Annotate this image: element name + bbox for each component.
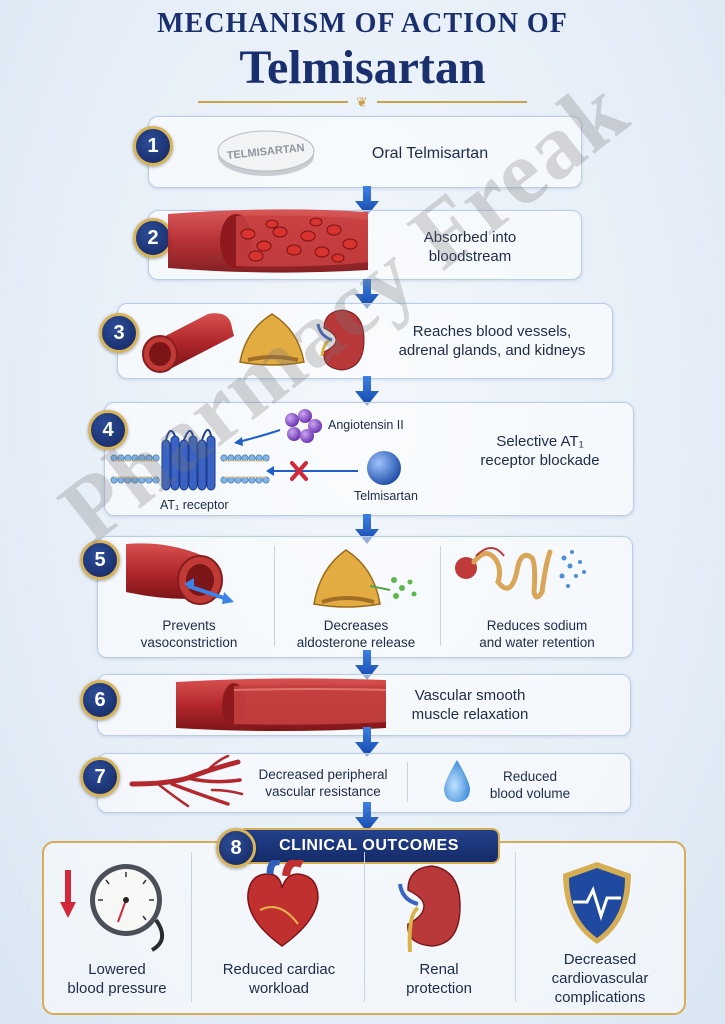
tablet-icon: TELMISARTAN	[217, 130, 315, 176]
outcome-1-line2: blood pressure	[67, 980, 167, 997]
blocked-arrow-icon	[266, 461, 358, 481]
effect-2-line2: aldosterone release	[296, 635, 416, 650]
adrenal-gland-icon	[313, 549, 417, 608]
outcome-3-line1: Renal	[419, 961, 459, 978]
page-title-line1: MECHANISM OF ACTION OF	[157, 8, 568, 39]
step-5-number: 5	[80, 540, 120, 580]
binding-arrow-icon	[234, 429, 281, 446]
outcome-4-line3: complications	[554, 989, 646, 1006]
blood-vessel-icon	[168, 209, 368, 273]
effect-3-line1: Reduces sodium	[486, 618, 588, 633]
kidney-icon	[316, 309, 365, 371]
outcome-4-line2: cardiovascular	[551, 970, 649, 987]
step-3-number: 3	[99, 313, 139, 353]
outcome-3-line2: protection	[406, 980, 472, 997]
telmisartan-molecule-icon	[367, 451, 401, 485]
shield-heartbeat-icon	[563, 862, 631, 944]
step-7-blood-volume-text: Reduced blood volume	[470, 768, 590, 802]
branching-vessels-icon	[129, 754, 244, 808]
down-arrow-icon	[355, 376, 379, 406]
step-7-bv-line2: blood volume	[489, 786, 571, 801]
step-2-text-line1: Absorbed into	[423, 229, 517, 246]
step-6-text-line1: Vascular smooth	[414, 687, 526, 704]
step-4-number: 4	[88, 410, 128, 450]
artery-icon	[142, 313, 234, 373]
outcome-bp-text: Lowered blood pressure	[52, 960, 182, 998]
down-arrow-icon	[355, 802, 379, 832]
outcome-cardiac-text: Reduced cardiac workload	[204, 960, 354, 998]
step-2-number: 2	[133, 218, 173, 258]
outcome-cv-text: Decreased cardiovascular complications	[525, 950, 675, 1007]
step-4-text: Selective AT₁ receptor blockade	[460, 432, 620, 470]
outcome-divider	[364, 852, 365, 1002]
effect-vasoconstriction-text: Prevents vasoconstriction	[114, 617, 264, 651]
outcome-2-line1: Reduced cardiac	[222, 961, 336, 978]
outcome-renal-text: Renal protection	[374, 960, 504, 998]
blood-pressure-gauge-icon	[60, 864, 164, 952]
relaxed-vessel-icon	[176, 678, 387, 731]
step-4-text-line1: Selective AT₁	[496, 433, 584, 450]
step-6-text: Vascular smooth muscle relaxation	[395, 686, 545, 724]
down-arrow-icon	[355, 727, 379, 757]
down-arrow-icon	[355, 279, 379, 309]
step-3-text-line2: adrenal glands, and kidneys	[398, 342, 586, 359]
step-7-text-line1: Decreased peripheral	[258, 767, 388, 782]
step-6-number: 6	[80, 680, 120, 720]
telmisartan-label: Telmisartan	[354, 489, 418, 503]
heart-icon	[247, 860, 319, 947]
effect-1-line2: vasoconstriction	[140, 635, 238, 650]
angiotensin-label: Angiotensin II	[328, 418, 404, 432]
step-7-resistance-text: Decreased peripheral vascular resistance	[250, 766, 396, 800]
step-7-text-line2: vascular resistance	[265, 784, 381, 799]
effect-3-line2: and water retention	[479, 635, 595, 650]
step-4-text-line2: receptor blockade	[480, 452, 600, 469]
step-5-divider	[440, 546, 441, 646]
title-divider-left	[198, 101, 348, 103]
step-8-number: 8	[216, 828, 256, 868]
kidney-icon	[398, 865, 461, 953]
down-arrow-icon	[355, 650, 379, 680]
page-title-drug: Telmisartan	[239, 41, 486, 94]
effect-sodium-text: Reduces sodium and water retention	[448, 617, 626, 651]
step-1-number: 1	[133, 126, 173, 166]
step-2-text: Absorbed into bloodstream	[390, 228, 550, 266]
clinical-outcomes-banner: CLINICAL OUTCOMES	[238, 828, 500, 864]
outcome-divider	[515, 852, 516, 1002]
effect-1-line1: Prevents	[162, 618, 216, 633]
title-divider-right	[377, 101, 527, 103]
step-3-text-line1: Reaches blood vessels,	[412, 323, 572, 340]
step-3-text: Reaches blood vessels, adrenal glands, a…	[392, 322, 592, 360]
outcome-2-line2: workload	[248, 980, 310, 997]
effect-2-line1: Decreases	[323, 618, 389, 633]
step-2-text-line2: bloodstream	[428, 248, 512, 265]
at1-receptor-membrane-icon	[110, 429, 270, 491]
outcome-divider	[191, 852, 192, 1002]
water-drop-icon	[444, 760, 470, 802]
at1-receptor-label: AT₁ receptor	[160, 498, 229, 512]
adrenal-gland-icon	[239, 313, 305, 366]
outcome-4-line1: Decreased	[563, 951, 637, 968]
effect-aldosterone-text: Decreases aldosterone release	[280, 617, 432, 651]
step-7-bv-line1: Reduced	[502, 769, 558, 784]
outcome-1-line1: Lowered	[88, 961, 146, 978]
nephron-icon	[455, 547, 586, 600]
step-5-divider	[274, 546, 275, 646]
title-ornament-icon: ❦	[356, 94, 368, 110]
angiotensin-ii-molecule-icon	[285, 409, 322, 443]
down-arrow-icon	[355, 186, 379, 216]
step-7-divider	[407, 762, 408, 802]
step-6-text-line2: muscle relaxation	[411, 706, 529, 723]
vessel-dilation-icon	[126, 543, 234, 605]
step-1-text: Oral Telmisartan	[371, 145, 489, 162]
step-7-number: 7	[80, 757, 120, 797]
